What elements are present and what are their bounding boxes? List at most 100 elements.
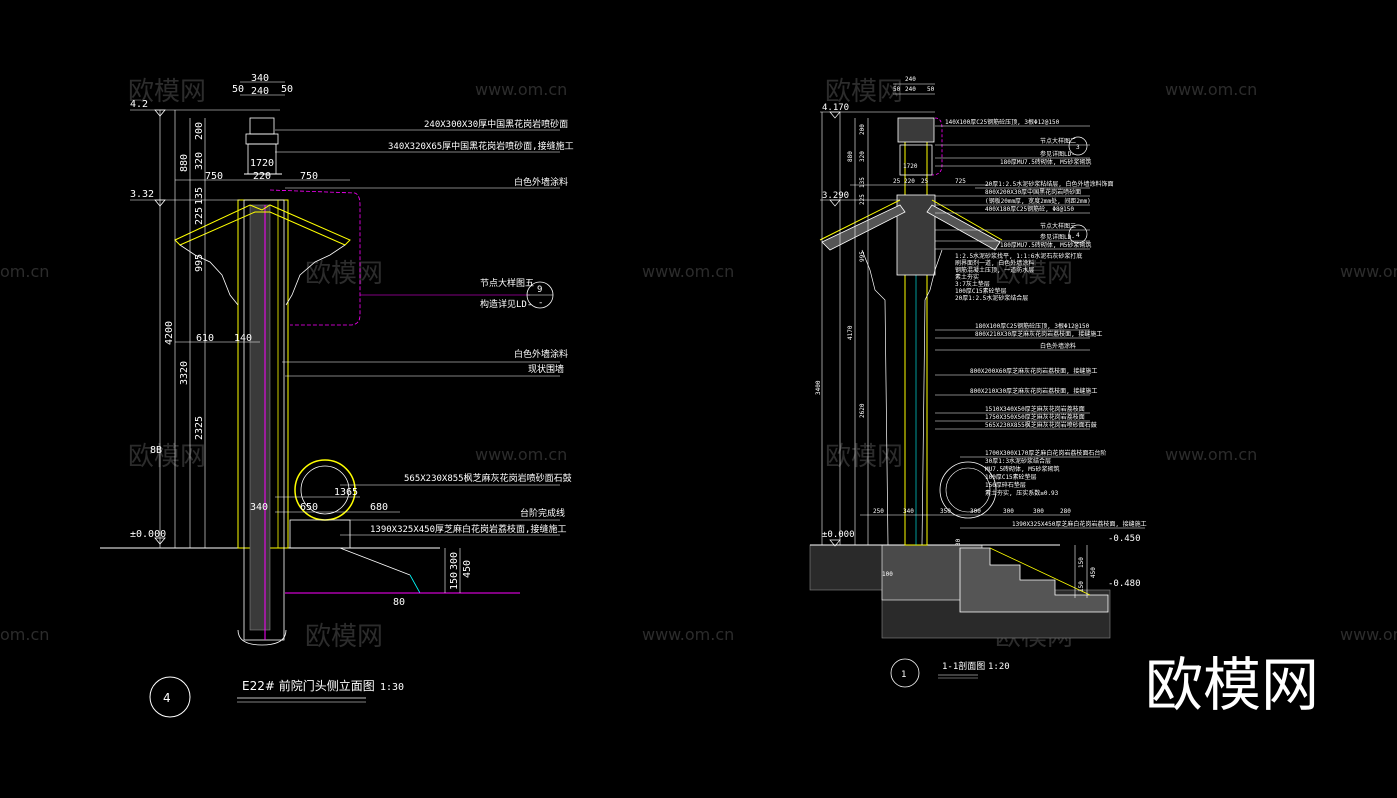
- callout-number: 4: [1076, 232, 1080, 239]
- dim-label: 25: [893, 178, 901, 185]
- annotation-note: 180厚MU7.5砖砌体, M5砂浆砌筑: [1000, 158, 1091, 166]
- annotation-note: 340X320X65厚中国黑花岗岩喷砂面,接缝施工: [388, 140, 574, 152]
- annotation-note: 20厚1:2.5水泥砂浆结合层: [955, 294, 1028, 302]
- dim-label: 200: [194, 122, 205, 140]
- dim-label: 300: [1003, 508, 1014, 515]
- annotation-note: 1390X325X450厚芝麻白花岗岩荔枝面, 接缝施工: [1012, 520, 1147, 528]
- dim-label: 140: [234, 333, 252, 344]
- dim-label: 880: [179, 154, 190, 172]
- annotation-note: 白色外墙涂料: [514, 176, 568, 188]
- annotation-note: 800X210X30厚芝麻灰花岗岩荔枝面, 接缝施工: [975, 330, 1102, 338]
- dim-label: 995: [194, 254, 205, 272]
- annotation-note: 节点大样图二: [1040, 137, 1076, 145]
- annotation-note: 刷界面剂一道, 白色外墙涂料: [955, 259, 1034, 267]
- watermark-site: om.cn: [0, 262, 49, 281]
- watermark-site: www.om.cn: [1340, 262, 1397, 281]
- dim-label: 340: [903, 508, 914, 515]
- dim-label: 300: [1033, 508, 1044, 515]
- annotation-note: (钢板20mm厚, 宽度2mm处, 间距2mm): [985, 197, 1091, 205]
- dim-label: 300: [970, 508, 981, 515]
- watermark-site: www.om.cn: [475, 445, 567, 464]
- annotation-note: 565X230X855枫芝麻灰花岗岩喷砂面石鼓: [404, 472, 572, 484]
- watermark-brand: 欧模网: [305, 622, 383, 652]
- dim-label: 340: [250, 502, 268, 513]
- dim-label: 320: [859, 151, 866, 162]
- annotation-note: 100厚C15素砼垫层: [985, 473, 1037, 481]
- annotation-note: 白色外墙涂料: [514, 348, 568, 360]
- annotation-note: 素土夯实, 压实系数≥0.93: [985, 489, 1059, 497]
- watermark-site: www.om.cn: [642, 262, 734, 281]
- watermark-site: www.om.cn: [475, 80, 567, 99]
- annotation-note: 1700X300X170厚芝麻白花岗岩荔枝面石台阶: [985, 449, 1106, 457]
- annotation-note: 节点大样图五: [480, 277, 534, 289]
- dim-label: 4170: [847, 325, 854, 340]
- watermark-site: om.cn: [0, 625, 49, 644]
- annotation-note: 180X100厚C25钢筋砼压顶, 3根Φ12@150: [975, 322, 1090, 330]
- dim-label: 725: [955, 178, 966, 185]
- dim-label: 250: [873, 508, 884, 515]
- callout-number: -: [538, 298, 543, 308]
- annotation-note: 白色外墙涂料: [1040, 342, 1076, 350]
- annotation-note: 800X210X30厚芝麻灰花岗岩荔枝面, 接缝施工: [970, 387, 1097, 395]
- dim-label: 3400: [815, 380, 822, 395]
- callout-number: 3: [1076, 144, 1080, 151]
- dim-label: 4200: [164, 321, 175, 345]
- dim-label: 50: [893, 86, 901, 93]
- annotation-note: 现状围墙: [528, 363, 564, 375]
- watermark-site: www.om.cn: [1340, 625, 1397, 644]
- dim-label: 8B: [150, 445, 162, 456]
- annotation-note: 台阶完成线: [520, 507, 565, 519]
- dim-label: 610: [196, 333, 214, 344]
- drawing-title: E22# 前院门头侧立面图: [242, 678, 375, 693]
- dim-label: 1720: [250, 158, 274, 169]
- elevation-label: -0.450: [1108, 534, 1141, 544]
- elevation-label: ±0.000: [130, 529, 166, 540]
- watermark-brand: 欧模网: [825, 442, 903, 472]
- dim-label: 880: [847, 151, 854, 162]
- dim-label: 225: [194, 207, 205, 225]
- dim-label: 995: [859, 251, 866, 262]
- dim-label: 135: [194, 187, 205, 205]
- watermark-brand: 欧模网: [995, 259, 1073, 289]
- dim-label: 150: [1078, 581, 1085, 592]
- annotation-note: 1390X325X450厚芝麻白花岗岩荔枝面,接缝施工: [370, 523, 566, 535]
- dim-label: 80: [393, 597, 405, 608]
- annotation-note: 150厚碎石垫层: [985, 481, 1026, 489]
- annotation-note: 30厚1:3水泥砂浆结合层: [985, 457, 1051, 465]
- drawing-number: 1: [901, 670, 906, 680]
- annotation-note: 20厚1:2.5水泥砂浆粘结层, 白色外墙涂料饰面: [985, 180, 1114, 188]
- watermark-layer: 欧模网 www.om.cn 欧模网 www.om.cn om.cn 欧模网 ww…: [0, 77, 1397, 652]
- watermark-brand: 欧模网: [128, 77, 206, 107]
- annotation-note: 素土夯实: [955, 273, 979, 281]
- dim-label: 300: [449, 552, 460, 570]
- annotation-note: 3:7灰土垫层: [955, 280, 990, 288]
- annotation-note: 100厚C15素砼垫层: [955, 287, 1007, 295]
- brand-logo: 欧模网: [1145, 651, 1319, 719]
- drawing-scale: 1:20: [988, 662, 1010, 672]
- drawing-scale: 1:30: [380, 682, 404, 693]
- annotation-note: 参见详图LD-: [1040, 233, 1075, 241]
- dim-label: 3320: [179, 361, 190, 385]
- annotation-note: 800X200X30厚中国黑花岗岩喷砂面: [985, 188, 1081, 196]
- right-section-drawing: 4.170 3.290 ±0.000 -0.450 -0.480 240 50 …: [809, 76, 1147, 688]
- dim-label: 340: [251, 73, 269, 84]
- dim-label: 750: [205, 171, 223, 182]
- annotation-note: 800X200X60厚芝麻灰花岗岩荔枝面, 接缝施工: [970, 367, 1097, 375]
- dim-label: 450: [1090, 567, 1097, 578]
- elevation-label: 4.170: [822, 103, 849, 113]
- dim-label: 320: [194, 152, 205, 170]
- dim-label: 2620: [859, 403, 866, 418]
- annotation-note: 1750X350X50厚芝麻灰花岗岩荔枝面: [985, 413, 1085, 421]
- dim-label: 50: [281, 84, 293, 95]
- watermark-site: www.om.cn: [1165, 445, 1257, 464]
- dim-label: 225: [859, 194, 866, 205]
- dim-label: 220: [253, 171, 271, 182]
- elevation-label: 3.290: [822, 191, 849, 201]
- dim-label: 2325: [194, 416, 205, 440]
- elevation-label: 4.2: [130, 99, 148, 110]
- annotation-note: 180厚MU7.5砖砌体, M5砂浆砌筑: [1000, 241, 1091, 249]
- dim-label: 30: [955, 538, 962, 546]
- annotation-note: 节点大样图三: [1040, 222, 1076, 230]
- dim-label: 650: [300, 502, 318, 513]
- dim-label: 25: [921, 178, 929, 185]
